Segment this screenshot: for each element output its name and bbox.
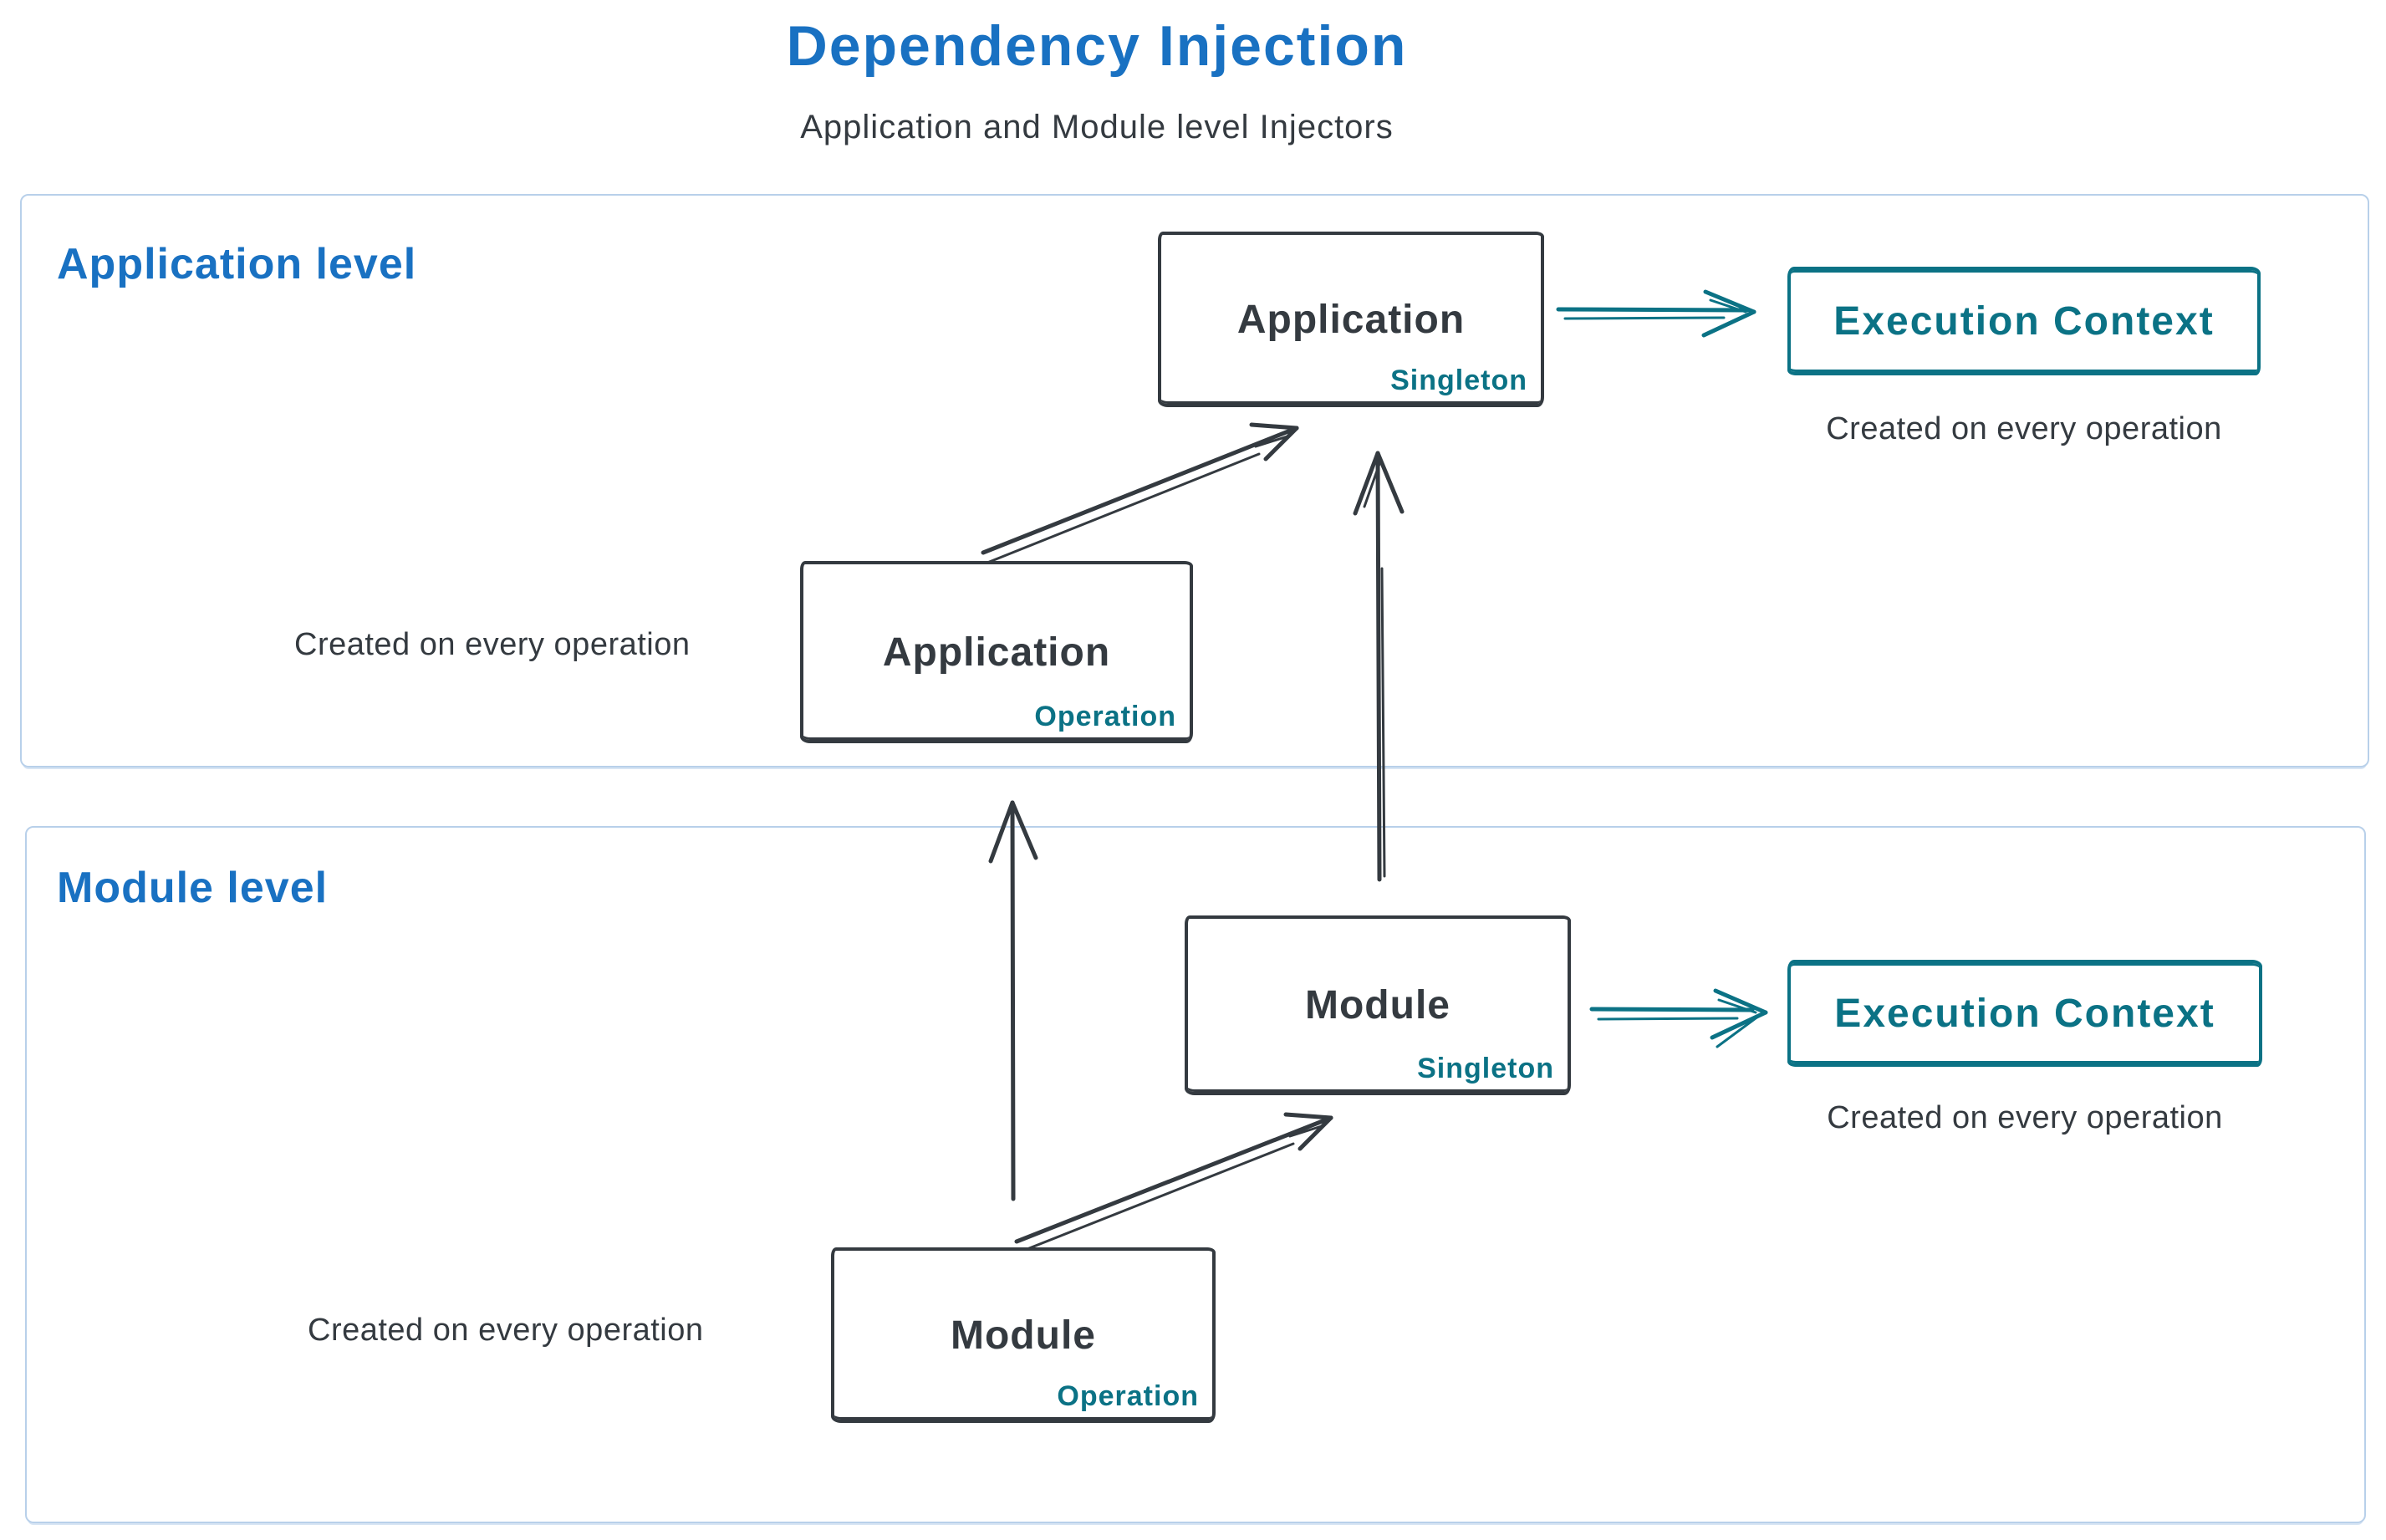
node-application-singleton-title: Application <box>1236 297 1466 342</box>
caption-execution-context-module: Created on every operation <box>1827 1100 2223 1135</box>
node-module-operation: Module Operation <box>831 1247 1216 1423</box>
node-module-singleton-scope: Singleton <box>1417 1053 1554 1084</box>
diagram-subtitle: Application and Module level Injectors <box>800 109 1394 145</box>
node-execution-context-module-title: Execution Context <box>1834 991 2215 1036</box>
caption-execution-context-application: Created on every operation <box>1826 411 2222 446</box>
node-module-operation-title: Module <box>951 1313 1096 1358</box>
node-application-operation-scope: Operation <box>1034 701 1176 732</box>
node-module-singleton-title: Module <box>1305 983 1450 1028</box>
section-module-level-label: Module level <box>57 864 329 912</box>
node-execution-context-module: Execution Context <box>1787 960 2262 1067</box>
caption-module-operation: Created on every operation <box>308 1313 704 1348</box>
node-execution-context-application-title: Execution Context <box>1833 298 2215 344</box>
node-application-singleton: Application Singleton <box>1158 232 1544 407</box>
node-module-singleton: Module Singleton <box>1185 915 1571 1095</box>
diagram-title: Dependency Injection <box>786 14 1408 78</box>
section-application-level: Application level <box>20 194 2369 767</box>
node-application-operation: Application Operation <box>800 561 1193 743</box>
caption-application-operation: Created on every operation <box>294 627 691 662</box>
section-application-level-label: Application level <box>57 240 417 288</box>
node-module-operation-scope: Operation <box>1057 1380 1199 1412</box>
node-application-operation-title: Application <box>882 630 1111 675</box>
node-application-singleton-scope: Singleton <box>1390 365 1527 396</box>
section-module-level: Module level <box>25 826 2366 1523</box>
node-execution-context-application: Execution Context <box>1787 267 2261 375</box>
